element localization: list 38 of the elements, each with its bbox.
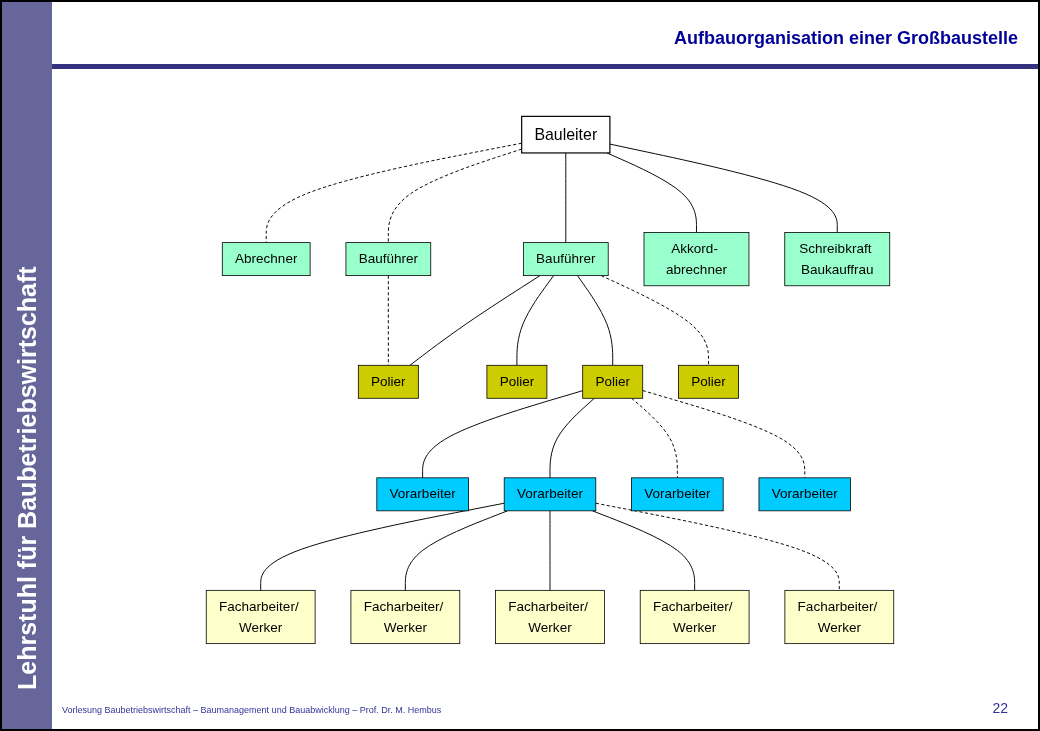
node-box: Facharbeiter/ Werker (784, 589, 895, 645)
node-box: Polier (678, 364, 739, 399)
connector (387, 275, 389, 366)
node-box: Bauführer (522, 242, 609, 276)
node-box: Abrechner (221, 242, 311, 276)
page-number: 22 (992, 700, 1008, 716)
footer-text: Vorlesung Baubetriebswirtschaft – Baumanagement und Bauabwicklung – Prof. Dr. M. Hembus (62, 705, 442, 715)
connector (576, 275, 614, 366)
connector (404, 510, 509, 591)
connector (591, 510, 696, 591)
node-box: Polier (486, 364, 548, 399)
connector (565, 152, 567, 244)
connector (606, 152, 697, 233)
node-box: Vorarbeiter (758, 477, 851, 512)
node-box: Polier (357, 364, 419, 399)
node-box: Vorarbeiter (503, 477, 597, 512)
connector (609, 143, 838, 233)
connector (549, 397, 595, 479)
node-box: Facharbeiter/ Werker (205, 589, 316, 645)
connector (260, 502, 505, 591)
sidebar-title: Lehrstuhl für Baubetriebswirtschaft (12, 266, 42, 690)
node-box: Bauleiter (521, 115, 611, 154)
node-box: Facharbeiter/ Werker (639, 589, 750, 645)
node-box: Facharbeiter/ Werker (350, 589, 461, 645)
slide-title: Aufbauorganisation einer Großbaustelle (673, 28, 1018, 49)
node-box: Akkord- abrechner (643, 232, 750, 287)
connector (595, 502, 840, 591)
node-box: Polier (582, 364, 644, 399)
node-box: Facharbeiter/ Werker (495, 589, 605, 645)
node-box: Vorarbeiter (376, 477, 469, 512)
connector (600, 275, 709, 366)
connector (516, 275, 555, 366)
node-box: Schreibkraft Baukauffrau (784, 232, 891, 287)
connector (549, 510, 551, 591)
node-box: Bauführer (345, 242, 432, 276)
connector (409, 275, 541, 366)
node-box: Vorarbeiter (631, 477, 724, 512)
connector (422, 390, 584, 479)
